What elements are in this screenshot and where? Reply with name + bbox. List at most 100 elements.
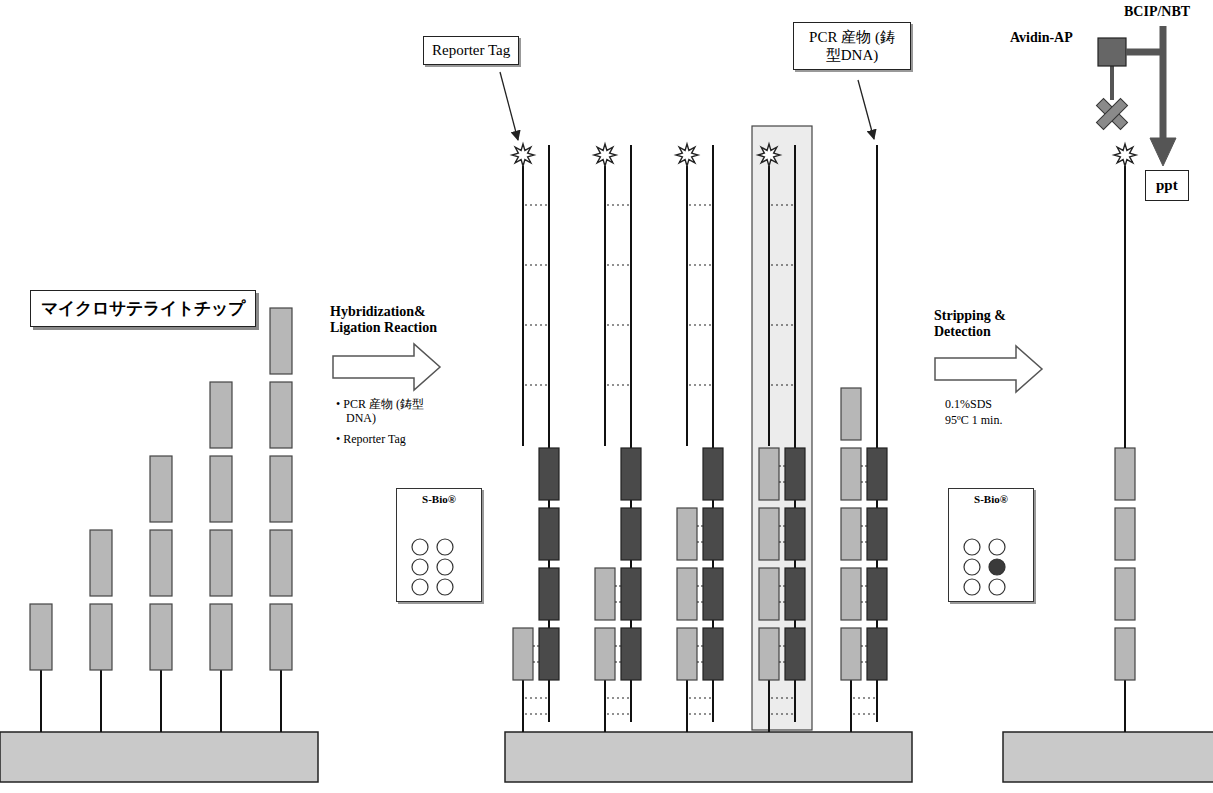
template-repeat (785, 448, 805, 500)
well (989, 579, 1005, 595)
hybrid-bond (697, 601, 703, 602)
hybrid-bond (615, 661, 621, 662)
pcr-product-box: PCR 産物 (鋳型DNA) (793, 22, 911, 70)
flow-arrowhead (1150, 138, 1176, 166)
hybrid-bond (697, 525, 703, 526)
well (437, 539, 453, 555)
chip-substrate (1003, 732, 1213, 782)
hybrid-bond (697, 661, 703, 662)
template-repeat (867, 508, 887, 560)
repeat-unit (210, 456, 232, 522)
probe-strand (100, 670, 102, 732)
template-repeat (703, 448, 723, 500)
hybrid-bond (779, 585, 785, 586)
hybrid-bond (607, 324, 629, 325)
repeat-unit (841, 388, 861, 440)
node-text: S-Bio® (397, 493, 481, 505)
probe-strand (850, 680, 852, 732)
repeat-unit (841, 568, 861, 620)
hybrid-bond (607, 713, 629, 714)
chip-substrate (505, 732, 912, 782)
well (964, 579, 980, 595)
hybrid-bond (525, 324, 547, 325)
condition-text: 95ºC 1 min. (945, 414, 1002, 428)
sbio-card: S-Bio® (948, 488, 1034, 602)
repeat-unit (150, 530, 172, 596)
hybrid-bond (771, 264, 793, 265)
reagent-item: • Reporter Tag (336, 433, 406, 447)
well-plate (397, 489, 468, 600)
repeat-unit (90, 604, 112, 670)
hybrid-bond (615, 645, 621, 646)
template-repeat (867, 628, 887, 680)
hybrid-bond (779, 525, 785, 526)
hybrid-bond (533, 645, 539, 646)
well-plate (949, 489, 1020, 600)
hybrid-bond (607, 264, 629, 265)
hybrid-bond (771, 384, 793, 385)
step-title: Hybridization& Ligation Reaction (330, 304, 470, 336)
repeat-unit (150, 456, 172, 522)
reporter-tag-star (1114, 144, 1136, 166)
repeat-unit (270, 456, 292, 522)
repeat-unit (90, 530, 112, 596)
substrate-flow (1126, 49, 1163, 56)
hybrid-bond (861, 661, 867, 662)
template-repeat (621, 628, 641, 680)
template-repeat (539, 448, 559, 500)
well (412, 579, 428, 595)
repeat-unit (677, 568, 697, 620)
template-repeat (621, 448, 641, 500)
repeat-unit (595, 628, 615, 680)
hybrid-bond (525, 713, 547, 714)
hybrid-bond (689, 264, 711, 265)
substrate-label: BCIP/NBT (1124, 4, 1190, 20)
hybrid-bond (689, 324, 711, 325)
template-repeat (785, 628, 805, 680)
hybrid-bond (771, 697, 793, 698)
well (412, 539, 428, 555)
reporter-strand (768, 166, 770, 446)
template-repeat (703, 568, 723, 620)
template-repeat (785, 568, 805, 620)
hybrid-bond (689, 204, 711, 205)
hybrid-bond (779, 541, 785, 542)
hybrid-bond (689, 713, 711, 714)
sbio-card: S-Bio® (396, 488, 482, 602)
chip-substrate (0, 732, 318, 782)
template-repeat (785, 508, 805, 560)
repeat-unit (150, 604, 172, 670)
avidin-symbol (1096, 98, 1127, 129)
hybrid-bond (779, 645, 785, 646)
ppt-box: ppt (1145, 170, 1189, 201)
well (989, 539, 1005, 555)
hybrid-bond (533, 661, 539, 662)
template-repeat (539, 508, 559, 560)
well (437, 579, 453, 595)
highlight-frame (752, 126, 812, 730)
hybrid-bond (861, 465, 867, 466)
alkaline-phosphatase (1098, 38, 1126, 66)
well (964, 559, 980, 575)
probe-strand (768, 680, 770, 732)
hybrid-bond (525, 384, 547, 385)
probe-strand (160, 670, 162, 732)
repeat-unit (677, 508, 697, 560)
hybrid-bond (861, 645, 867, 646)
repeat-unit (513, 628, 533, 680)
template-repeat (621, 508, 641, 560)
hybrid-bond (861, 585, 867, 586)
hybrid-bond (779, 601, 785, 602)
hybrid-bond (861, 601, 867, 602)
template-repeat (539, 568, 559, 620)
avidin-link (1110, 66, 1114, 100)
condition-text: 0.1%SDS (945, 398, 992, 412)
template-repeat (867, 448, 887, 500)
repeat-unit (759, 448, 779, 500)
reagent-item: • PCR 産物 (鋳型DNA) (336, 398, 446, 426)
hybrid-bond (853, 713, 875, 714)
enzyme-label: Avidin-AP (1010, 30, 1073, 46)
repeat-unit (841, 448, 861, 500)
hybrid-bond (771, 204, 793, 205)
